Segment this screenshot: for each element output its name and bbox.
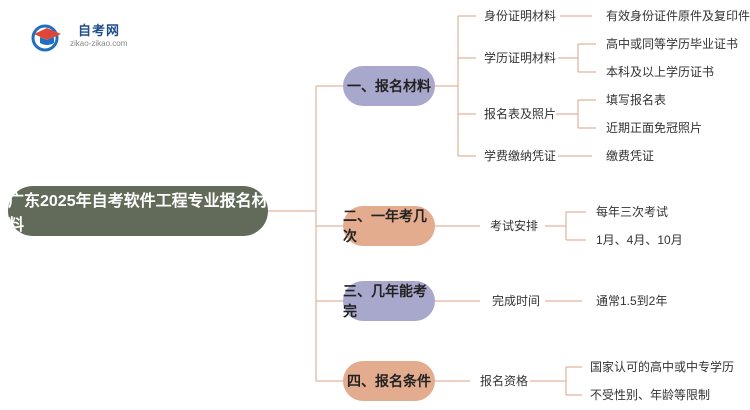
item-completion-time: 完成时间 bbox=[492, 294, 541, 308]
leaf-typical-duration: 通常1.5到2年 bbox=[596, 294, 668, 308]
leaf-recent-photo: 近期正面免冠照片 bbox=[606, 121, 703, 135]
site-logo[interactable]: 自考网 zikao-zikao.com bbox=[30, 18, 160, 58]
graduation-cap-icon bbox=[31, 24, 61, 52]
branch-years-to-complete: 三、几年能考完 bbox=[343, 281, 435, 321]
root-node: 广东2025年自考软件工程专业报名材料 bbox=[8, 186, 268, 236]
leaf-recognized-education: 国家认可的高中或中专学历 bbox=[590, 360, 735, 374]
leaf-high-school-certificate: 高中或同等学历毕业证书 bbox=[606, 37, 739, 51]
connector-branch1-items bbox=[435, 15, 476, 157]
leaf-id-card-copies: 有效身份证件原件及复印件 bbox=[606, 9, 750, 23]
leaf-three-exams-per-year: 每年三次考试 bbox=[596, 205, 669, 219]
connector-branch1-leaves bbox=[556, 15, 596, 157]
branch-registration-materials: 一、报名材料 bbox=[343, 66, 435, 106]
item-eligibility: 报名资格 bbox=[480, 374, 529, 388]
leaf-payment-receipt: 缴费凭证 bbox=[606, 149, 655, 163]
leaf-no-restrictions: 不受性别、年龄等限制 bbox=[590, 388, 711, 402]
leaf-bachelor-certificate: 本科及以上学历证书 bbox=[606, 65, 715, 79]
item-education-documents: 学历证明材料 bbox=[484, 51, 557, 65]
connector-branch4 bbox=[435, 366, 582, 396]
branch-registration-conditions: 四、报名条件 bbox=[343, 361, 435, 401]
branch-exams-per-year: 二、一年考几次 bbox=[343, 206, 435, 246]
connector-root-branches bbox=[268, 85, 343, 382]
item-exam-schedule: 考试安排 bbox=[490, 219, 539, 233]
leaf-fill-form: 填写报名表 bbox=[606, 93, 667, 107]
leaf-exam-months: 1月、4月、10月 bbox=[596, 233, 683, 247]
item-fee-receipt: 学费缴纳凭证 bbox=[484, 149, 557, 163]
item-form-and-photo: 报名表及照片 bbox=[484, 107, 557, 121]
connector-branch2 bbox=[435, 211, 586, 241]
logo-subtitle: zikao-zikao.com bbox=[70, 39, 128, 48]
logo-title: 自考网 bbox=[78, 23, 121, 38]
item-identity-documents: 身份证明材料 bbox=[484, 9, 557, 23]
